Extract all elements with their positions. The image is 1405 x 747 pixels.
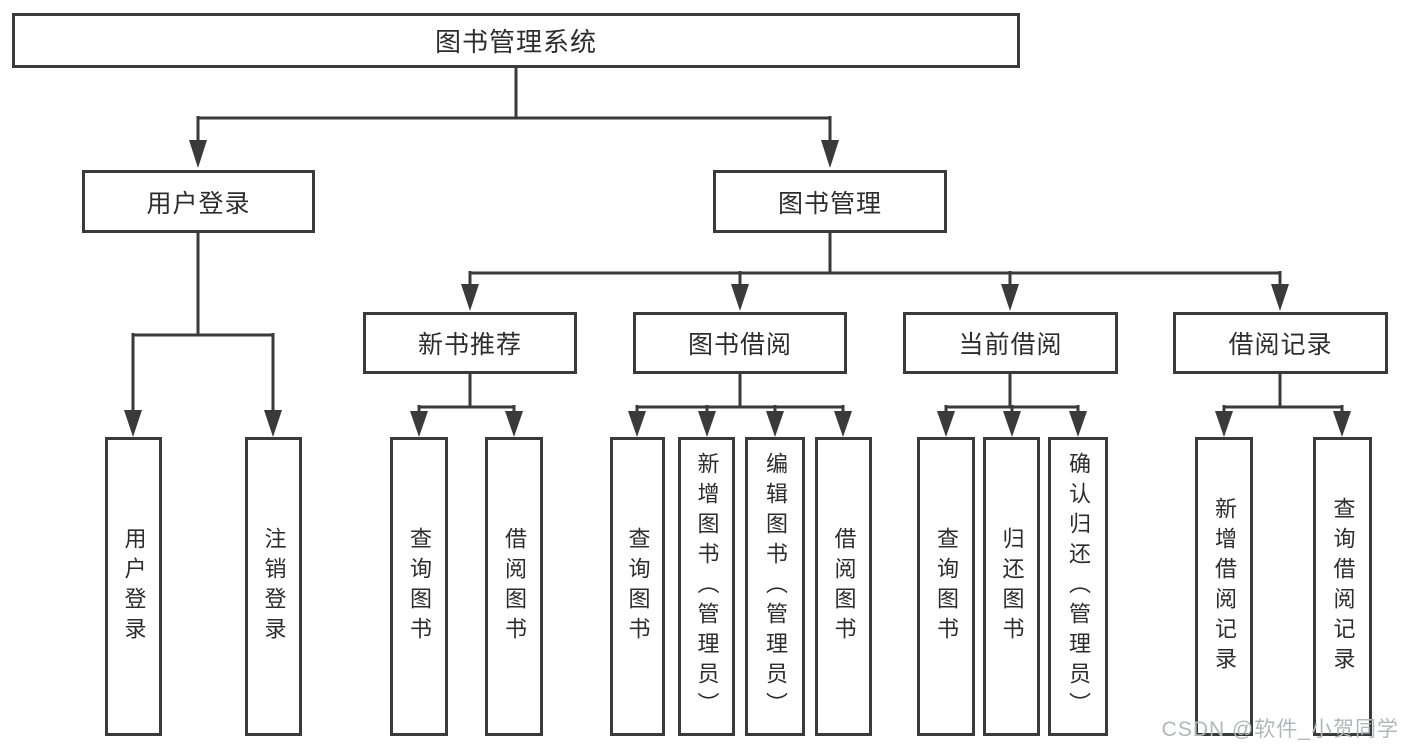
leaf-recommend-borrow-book: 借阅图书 — [485, 437, 543, 736]
node-book-borrowing: 图书借阅 — [633, 312, 847, 374]
node-label: 用户登录 — [146, 189, 251, 218]
leaf-recommend-query-book: 查询图书 — [390, 437, 448, 736]
leaf-current-confirm-return-admin: 确认归还（管理员） — [1048, 437, 1108, 736]
node-label: 查询图书 — [934, 526, 959, 647]
node-label: 用户登录 — [121, 526, 147, 647]
leaf-records-add-record: 新增借阅记录 — [1195, 437, 1253, 736]
node-label: 当前借阅 — [958, 331, 1063, 359]
node-label: 借阅记录 — [1228, 331, 1333, 359]
node-label: 新书推荐 — [417, 331, 522, 359]
node-current-borrowing: 当前借阅 — [903, 312, 1118, 374]
leaf-borrowing-edit-book-admin: 编辑图书（管理员） — [745, 437, 805, 736]
node-label: 编辑图书（管理员） — [763, 451, 788, 722]
watermark-text: CSDN @软件_小贺同学 — [1161, 718, 1399, 741]
node-label: 归还图书 — [999, 526, 1025, 647]
node-user-login: 用户登录 — [82, 170, 315, 233]
node-label: 图书管理系统 — [434, 27, 597, 57]
leaf-user-login: 用户登录 — [105, 437, 162, 736]
leaf-logout: 注销登录 — [245, 437, 302, 736]
leaf-borrowing-add-book-admin: 新增图书（管理员） — [678, 437, 735, 736]
node-label: 图书管理 — [777, 189, 882, 218]
node-label: 新增图书（管理员） — [694, 451, 720, 722]
node-borrowing-records: 借阅记录 — [1173, 312, 1388, 374]
node-label: 新增借阅记录 — [1212, 496, 1237, 677]
node-label: 查询借阅记录 — [1330, 496, 1356, 677]
node-label: 查询图书 — [625, 526, 651, 647]
node-label: 借阅图书 — [831, 526, 857, 647]
leaf-current-return-book: 归还图书 — [983, 437, 1040, 736]
node-label: 查询图书 — [407, 526, 432, 647]
leaf-borrowing-borrow-book: 借阅图书 — [815, 437, 872, 736]
node-root: 图书管理系统 — [12, 13, 1020, 68]
node-new-book-recommendation: 新书推荐 — [363, 312, 577, 374]
node-label: 确认归还（管理员） — [1066, 451, 1091, 722]
node-label: 注销登录 — [261, 526, 287, 647]
node-label: 借阅图书 — [502, 526, 527, 647]
leaf-borrowing-query-book: 查询图书 — [610, 437, 665, 736]
leaf-records-query-record: 查询借阅记录 — [1313, 437, 1372, 736]
node-book-management: 图书管理 — [713, 170, 947, 233]
node-label: 图书借阅 — [687, 331, 792, 359]
leaf-current-query-book: 查询图书 — [917, 437, 975, 736]
